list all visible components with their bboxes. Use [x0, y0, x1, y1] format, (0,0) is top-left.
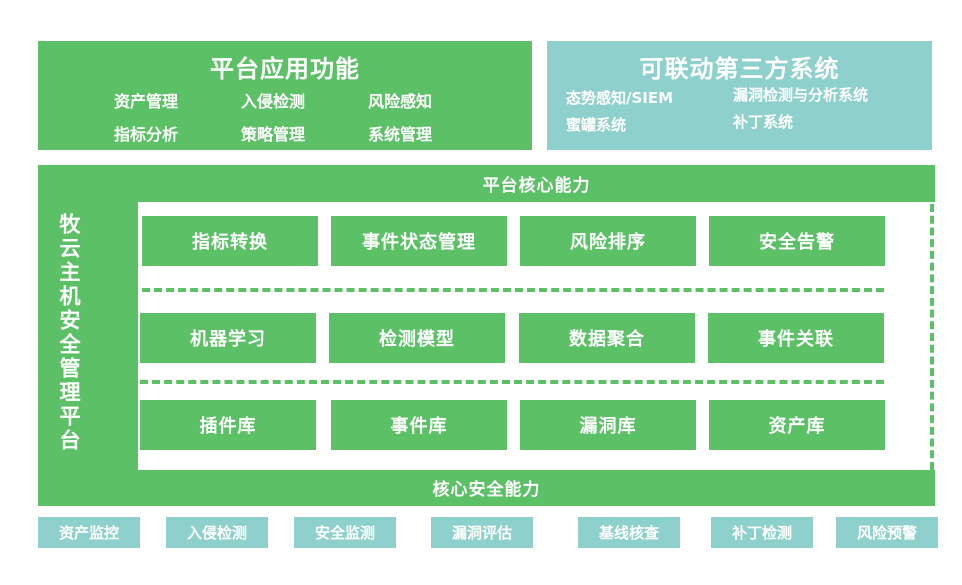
capability-cell: 检测模型: [329, 313, 505, 363]
app-function-item: 系统管理: [368, 125, 433, 144]
app-function-item: 风险感知: [368, 92, 433, 111]
app-function-item: 指标分析: [114, 125, 179, 144]
third-party-systems-panel: 可联动第三方系统 态势感知/SIEM 漏洞检测与分析系统 蜜罐系统 补丁系统: [547, 41, 932, 150]
capability-cell: 事件关联: [708, 313, 884, 363]
capability-cell: 资产库: [709, 400, 885, 450]
app-function-item: 资产管理: [114, 92, 179, 111]
platform-app-functions-panel: 平台应用功能 资产管理 入侵检测 风险感知 指标分析 策略管理 系统管理: [38, 41, 532, 150]
security-capability-tag: 漏洞评估: [431, 517, 533, 548]
dashed-border-right: [930, 204, 934, 470]
third-party-title: 可联动第三方系统: [639, 55, 840, 83]
capability-cell: 风险排序: [520, 216, 696, 266]
app-function-item: 策略管理: [241, 125, 306, 144]
capability-cell: 漏洞库: [520, 400, 696, 450]
capability-cell: 机器学习: [140, 313, 316, 363]
capability-cell: 事件库: [331, 400, 507, 450]
capability-cell: 插件库: [140, 400, 316, 450]
security-capability-tag: 风险预警: [836, 517, 938, 548]
security-capability-tag: 入侵检测: [166, 517, 268, 548]
third-party-item: 漏洞检测与分析系统: [733, 86, 869, 104]
capability-cell: 数据聚合: [519, 313, 695, 363]
platform-name-vertical: 牧云主机安全管理平台: [57, 213, 81, 453]
security-capability-tag: 安全监测: [294, 517, 396, 548]
core-security-title: 核心安全能力: [432, 480, 541, 500]
app-functions-title: 平台应用功能: [210, 55, 360, 83]
dashed-separator: [142, 288, 884, 292]
security-capability-tag: 基线核查: [578, 517, 680, 548]
capability-cell: 指标转换: [142, 216, 318, 266]
security-capability-tag: 资产监控: [38, 517, 140, 548]
app-function-item: 入侵检测: [241, 92, 306, 111]
third-party-item: 蜜罐系统: [566, 116, 627, 134]
dashed-separator: [140, 380, 884, 384]
third-party-item: 态势感知/SIEM: [566, 89, 674, 107]
third-party-item: 补丁系统: [733, 113, 794, 131]
security-capability-tag: 补丁检测: [711, 517, 813, 548]
capability-cell: 事件状态管理: [331, 216, 507, 266]
capability-cell: 安全告警: [709, 216, 885, 266]
core-capability-title: 平台核心能力: [482, 176, 591, 196]
